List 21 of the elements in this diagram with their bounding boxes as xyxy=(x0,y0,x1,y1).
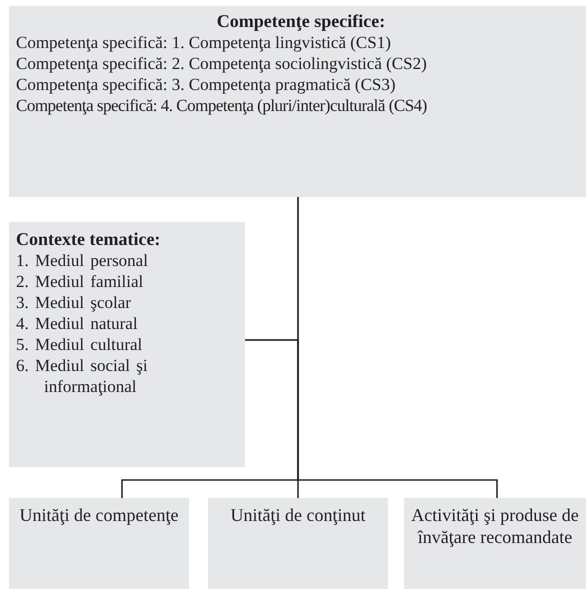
text-box xyxy=(404,498,586,589)
box-heading: Contexte tematice: xyxy=(16,229,162,250)
list-item: 5. Mediul cultural xyxy=(16,334,144,355)
box-heading: Competenţe specifice: xyxy=(216,11,386,32)
list-item: 1. Mediul personal xyxy=(16,250,149,271)
connector-line xyxy=(245,339,498,498)
list-item: Competenţa specifică: 4. Competenţa (pluri/inter)culturală (CS4) xyxy=(16,95,428,116)
box-text: Unităţi de conţinut xyxy=(230,504,366,526)
box-text: Unităţi de competenţe xyxy=(18,504,180,526)
list-item: 4. Mediul natural xyxy=(16,313,139,334)
list-item: 3. Mediul şcolar xyxy=(16,292,132,313)
list-item: 6. Mediul social şi informaţional xyxy=(16,355,149,397)
list-item: Competenţa specifică: 1. Competenţa lingvistică (CS1) xyxy=(16,32,392,53)
text-box xyxy=(9,222,245,467)
text-box xyxy=(9,6,586,197)
text-box xyxy=(208,498,388,589)
box-text: Activităţi şi produse de învăţare recomandate xyxy=(410,504,580,548)
list-item: Competenţa specifică: 3. Competenţa pragmatică (CS3) xyxy=(16,74,397,95)
list-item: Competenţa specifică: 2. Competenţa sociolingvistică (CS2) xyxy=(16,53,428,74)
list-item: 2. Mediul familial xyxy=(16,271,144,292)
text-box xyxy=(9,498,189,589)
